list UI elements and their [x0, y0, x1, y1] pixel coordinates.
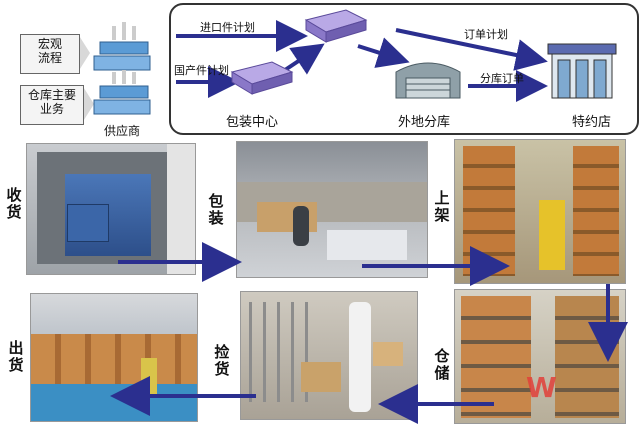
- receiving-label: 收 货: [6, 186, 22, 221]
- warehouse-business-box: 仓库主要 业务: [20, 85, 84, 125]
- order-plan-label: 订单计划: [464, 28, 508, 41]
- shipping-label: 出 货: [8, 339, 24, 374]
- branch-warehouse-label: 外地分库: [398, 115, 451, 130]
- macro-process-box: 宏观 流程: [20, 34, 80, 74]
- warehouse-chevron: [82, 85, 94, 123]
- supplier-server-icon: [93, 22, 151, 115]
- packaging-machine-icon: [230, 61, 294, 95]
- pack-to-import-arrow: [280, 43, 325, 75]
- import-machine-icon: [304, 9, 368, 43]
- branch-order-label: 分库订单: [480, 72, 524, 85]
- special-store-label: 特约店: [572, 115, 612, 130]
- flow-arrows: [176, 20, 548, 102]
- special-store-icon: [547, 43, 617, 99]
- domestic-plan-label: 国产件计划: [174, 64, 229, 77]
- shelving-label: 上 架: [434, 189, 450, 224]
- storage-label: 仓 储: [434, 347, 450, 382]
- to-branch-arrow: [357, 37, 410, 68]
- order-plan-arrow: [395, 28, 548, 71]
- macro-chevron: [78, 34, 90, 72]
- watermark-logo: W: [526, 371, 557, 404]
- branch-warehouse-icon: [395, 62, 461, 99]
- picking-photo: [240, 291, 418, 420]
- storage-photo: [454, 289, 626, 424]
- supplier-label: 供应商: [104, 124, 141, 138]
- shelving-photo: [454, 139, 626, 284]
- receiving-photo: [26, 143, 196, 275]
- import-plan-label: 进口件计划: [200, 21, 255, 34]
- packaging-label: 包 装: [208, 192, 224, 227]
- packaging-photo: [236, 141, 428, 278]
- picking-label: 捡 货: [214, 343, 230, 378]
- packaging-center-label: 包装中心: [226, 115, 279, 130]
